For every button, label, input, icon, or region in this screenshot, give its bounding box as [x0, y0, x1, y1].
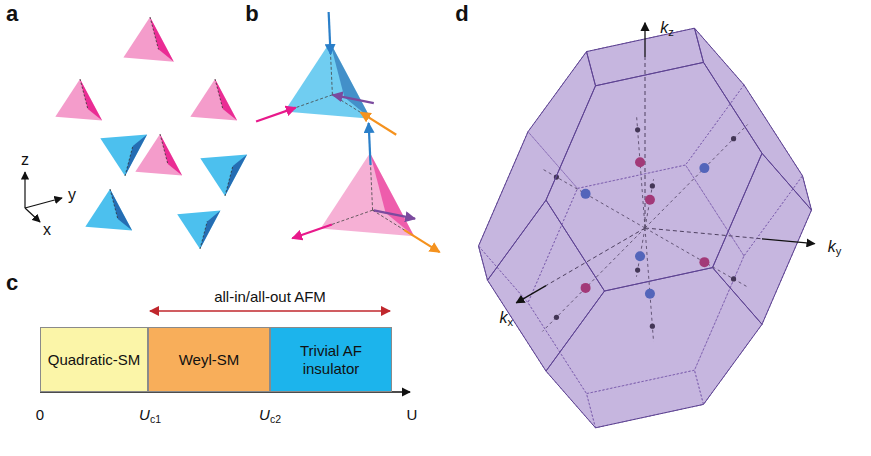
phase-name: Quadratic-SM	[48, 351, 141, 369]
axis-label: ky	[828, 239, 842, 257]
axis-label: y	[68, 187, 76, 203]
axis-label: x	[43, 222, 51, 238]
phase-name: Trivial AF insulator	[276, 342, 386, 378]
phase-box: Trivial AF insulator	[270, 327, 392, 392]
axis-triad	[25, 172, 62, 222]
phase-diagram-axis	[40, 311, 410, 392]
all-in-all-out-tetrahedra	[256, 12, 440, 252]
phase-box: Weyl-SM	[148, 327, 270, 392]
tick-label: Uc1	[139, 407, 161, 424]
axis-label: z	[21, 152, 29, 168]
phase-box: Quadratic-SM	[40, 327, 148, 392]
pyrochlore-lattice	[55, 17, 247, 249]
phase-name: Weyl-SM	[179, 351, 240, 369]
panel-letter: d	[455, 3, 468, 25]
axis-label: kz	[660, 20, 674, 38]
panel-letter: b	[245, 3, 258, 25]
axis-label: U	[407, 407, 418, 422]
tick-label: Uc2	[259, 407, 281, 424]
axis-label: kx	[500, 310, 514, 328]
brillouin-zone	[479, 23, 815, 428]
tick-label: 0	[36, 407, 44, 422]
panel-letter: c	[6, 272, 18, 294]
region-label: all-in/all-out AFM	[214, 289, 326, 304]
panel-letter: a	[6, 3, 18, 25]
